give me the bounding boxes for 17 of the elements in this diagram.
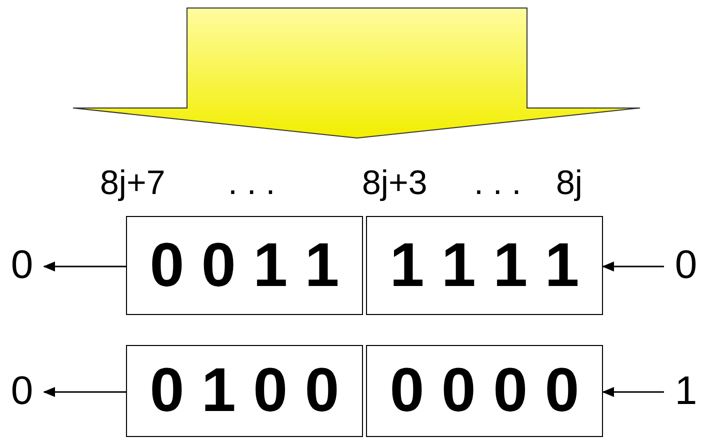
bit-register-box: 0 0 0 0 bbox=[366, 345, 603, 437]
bit-register-box: 0 1 0 0 bbox=[126, 345, 363, 437]
arrow bbox=[602, 387, 664, 397]
carry-bit: 0 bbox=[0, 240, 44, 290]
bit-index-label: 8j bbox=[556, 166, 582, 200]
arrow bbox=[43, 387, 126, 397]
bit-register-box: 0 0 1 1 bbox=[126, 216, 363, 315]
bit-index-label: . . . bbox=[474, 166, 522, 200]
arrow bbox=[43, 262, 126, 272]
carry-bit: 0 bbox=[664, 240, 708, 290]
bit-index-label: . . . bbox=[228, 166, 276, 200]
bit-register-box: 1 1 1 1 bbox=[366, 216, 603, 315]
carry-bit: 1 bbox=[664, 366, 708, 416]
bit-index-label: 8j+3 bbox=[362, 166, 428, 200]
arrow bbox=[602, 262, 664, 272]
carry-bit: 0 bbox=[0, 366, 44, 416]
bit-index-label: 8j+7 bbox=[100, 166, 166, 200]
